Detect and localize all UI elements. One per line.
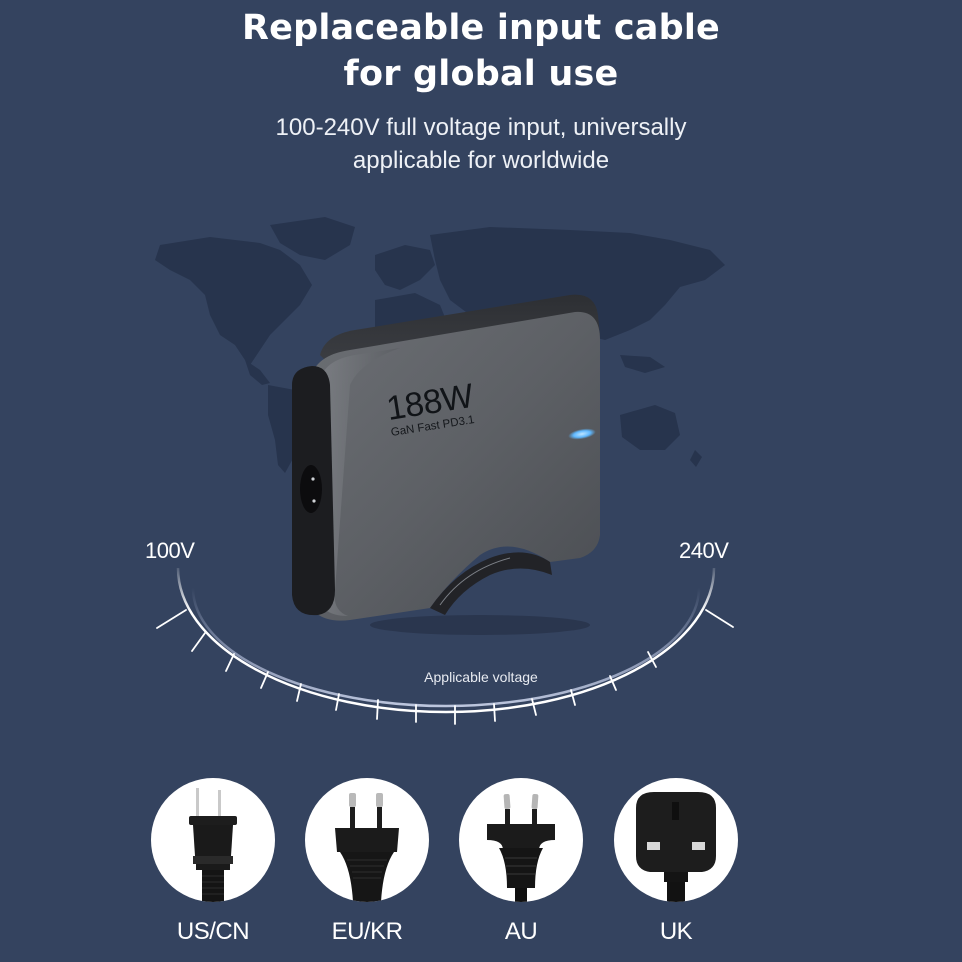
plug-option-us-cn[interactable] — [151, 778, 275, 902]
headline-line-1: Replaceable input cable — [242, 8, 720, 48]
headline-line-2: for global use — [343, 54, 619, 94]
plug-label-eu-kr: EU/KR — [331, 918, 403, 945]
subtitle-line-2: applicable for worldwide — [352, 147, 610, 174]
subtitle-line-1: 100-240V full voltage input, universally — [275, 114, 687, 141]
plug-label-uk: UK — [659, 918, 693, 945]
plug-option-uk[interactable] — [614, 778, 738, 902]
us-plug-icon — [189, 788, 237, 902]
plug-label-us-cn: US/CN — [176, 918, 250, 945]
voltage-min-label: 100V — [145, 538, 195, 563]
charger-device-image — [292, 294, 600, 635]
gauge-caption: Applicable voltage — [424, 669, 538, 685]
eu-plug-icon — [335, 793, 399, 902]
plug-option-au[interactable] — [459, 778, 583, 902]
voltage-max-label: 240V — [679, 538, 729, 563]
plug-label-au: AU — [504, 918, 538, 945]
au-plug-icon — [487, 793, 555, 902]
uk-plug-icon — [636, 792, 716, 902]
plug-option-eu-kr[interactable] — [305, 778, 429, 902]
